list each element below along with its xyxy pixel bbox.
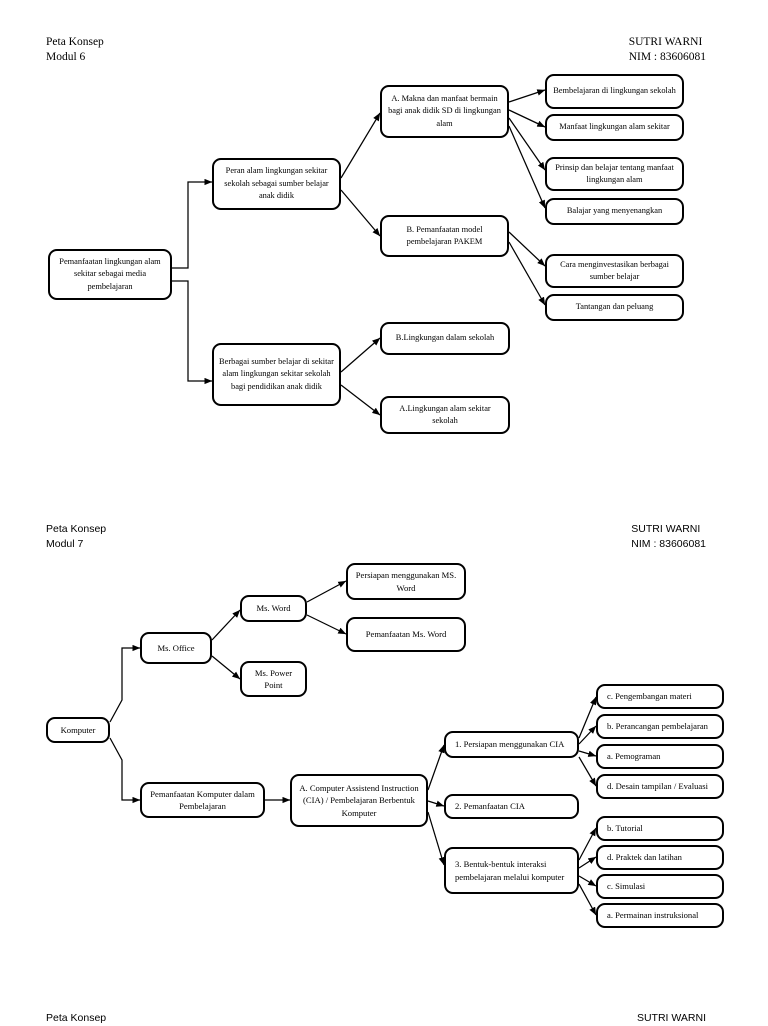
d2-ms-power-point-node[interactable]: Ms. Power Point [240,661,307,697]
d2-persiapan-child-1[interactable]: c. Pengembangan materi [596,684,724,709]
header-1-right: SUTRI WARNI NIM : 83606081 [628,36,706,63]
d1-leaf-a-3[interactable]: Prinsip dan belajar tentang manfaat ling… [545,157,684,191]
header-2-right: SUTRI WARNI NIM : 83606081 [631,523,706,550]
d1-sub-b-node[interactable]: B. Pemanfaatan model pembelajaran PAKEM [380,215,509,257]
header-3-right: SUTRI WARNI [636,1012,706,1024]
d2-interaksi-child-1[interactable]: b. Tutorial [596,816,724,841]
d2-interaksi-child-2[interactable]: d. Praktek dan latihan [596,845,724,870]
d2-cia-child-3[interactable]: 3. Bentuk-bentuk interaksi pembelajaran … [444,847,579,894]
d1-leaf-a-4[interactable]: Balajar yang menyenangkan [545,198,684,225]
d2-cia-node[interactable]: A. Computer Assistend Instruction (CIA) … [290,774,428,827]
d2-interaksi-child-4[interactable]: a. Permainan instruksional [596,903,724,928]
d1-leaf-b-1[interactable]: Cara menginvestasikan berbagai sumber be… [545,254,684,288]
d2-ms-office-node[interactable]: Ms. Office [140,632,212,664]
d2-ms-word-node[interactable]: Ms. Word [240,595,307,622]
d2-interaksi-child-3[interactable]: c. Simulasi [596,874,724,899]
d2-cia-child-2[interactable]: 2. Pemanfaatan CIA [444,794,579,819]
d1-branch-lower-node[interactable]: Berbagai sumber belajar di sekitar alam … [212,343,341,406]
header-2-left: Peta Konsep Modul 7 [46,523,107,550]
d2-pemanfaatan-komputer-node[interactable]: Pemanfaatan Komputer dalam Pembelajaran [140,782,265,818]
d1-leaf-lower-2[interactable]: A.Lingkungan alam sekitar sekolah [380,396,510,434]
d2-root-node[interactable]: Komputer [46,717,110,743]
d1-branch-upper-node[interactable]: Peran alam lingkungan sekitar sekolah se… [212,158,341,210]
d1-leaf-a-2[interactable]: Manfaat lingkungan alam sekitar [545,114,684,141]
d2-pemanfaatan-ms-word-node[interactable]: Pemanfaatan Ms. Word [346,617,466,652]
d1-root-node[interactable]: Pemanfaatan lingkungan alam sekitar seba… [48,249,172,300]
d2-persiapan-child-2[interactable]: b. Perancangan pembelajaran [596,714,724,739]
d1-leaf-b-2[interactable]: Tantangan dan peluang [545,294,684,321]
d1-leaf-a-1[interactable]: Bembelajaran di lingkungan sekolah [545,74,684,109]
header-3-left: Peta Konsep [46,1012,107,1024]
d2-cia-child-1[interactable]: 1. Persiapan menggunakan CIA [444,731,579,758]
d2-persiapan-ms-word-node[interactable]: Persiapan menggunakan MS. Word [346,563,466,600]
header-1-left: Peta Konsep Modul 6 [46,36,104,63]
d2-persiapan-child-4[interactable]: d. Desain tampilan / Evaluasi [596,774,724,799]
d1-leaf-lower-1[interactable]: B.Lingkungan dalam sekolah [380,322,510,355]
d2-persiapan-child-3[interactable]: a. Pemograman [596,744,724,769]
d1-sub-a-node[interactable]: A. Makna dan manfaat bermain bagi anak d… [380,85,509,138]
